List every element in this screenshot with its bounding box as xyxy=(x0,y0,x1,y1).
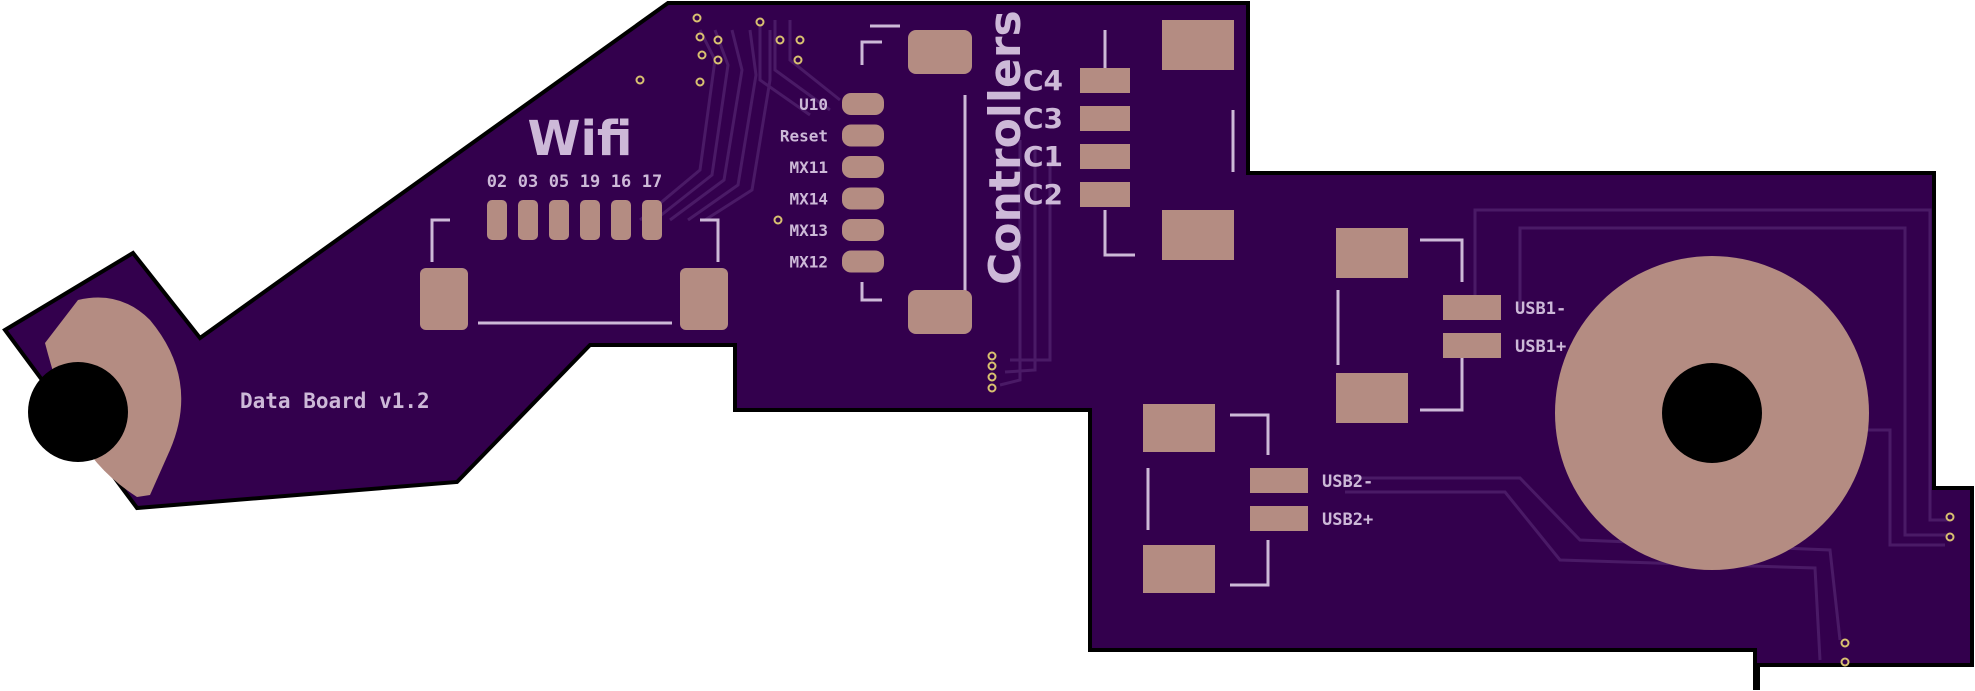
control-pad xyxy=(842,124,884,147)
controllers-title: Controllers xyxy=(980,10,1031,285)
usb1-pin-pad xyxy=(1443,295,1501,320)
control-pad xyxy=(842,219,884,241)
wifi-pin-pad xyxy=(580,200,600,240)
wifi-pin-label: 02 xyxy=(487,172,507,192)
controller-pin-pad xyxy=(1080,68,1130,93)
wifi-pin-pad xyxy=(518,200,538,240)
wifi-pin-label: 17 xyxy=(642,172,662,192)
wifi-pin-label: 05 xyxy=(549,172,569,192)
control-pad xyxy=(842,187,884,210)
usb2-pin-label: USB2+ xyxy=(1322,510,1373,530)
controller-pin-pad xyxy=(1080,182,1130,207)
control-label: MX12 xyxy=(789,253,828,272)
usb2-pin-pad xyxy=(1250,506,1308,531)
controller-pin-pad xyxy=(1080,144,1130,169)
control-pad xyxy=(842,93,884,115)
copper-pads xyxy=(420,20,1408,593)
silkscreen-outlines xyxy=(430,24,1464,587)
controller-pin-label: C3 xyxy=(1023,102,1063,135)
controller-pin-label: C1 xyxy=(1023,140,1063,173)
usb1-pin-label: USB1+ xyxy=(1515,337,1566,357)
wifi-connector: 02 03 05 19 16 17 xyxy=(487,172,662,240)
vias xyxy=(635,13,1955,667)
control-label: MX13 xyxy=(789,221,828,240)
control-label: MX14 xyxy=(789,190,828,209)
usb2-pin-label: USB2- xyxy=(1322,472,1373,492)
controller-pin-pad xyxy=(1080,106,1130,131)
wifi-pin-pad xyxy=(549,200,569,240)
usb2-connector: USB2- USB2+ xyxy=(1250,468,1373,531)
usb1-connector: USB1- USB1+ xyxy=(1443,295,1566,358)
wifi-pin-pad xyxy=(642,200,662,240)
usb1-pin-pad xyxy=(1443,333,1501,358)
board-title: Data Board v1.2 xyxy=(240,389,430,413)
usb1-pin-label: USB1- xyxy=(1515,299,1566,319)
control-pad xyxy=(842,250,884,273)
mounting-hole-left xyxy=(28,297,182,497)
wifi-title: Wifi xyxy=(528,111,633,167)
control-pad xyxy=(842,156,884,178)
wifi-pin-pad xyxy=(487,200,507,240)
wifi-pin-label: 16 xyxy=(611,172,631,192)
wifi-pin-label: 03 xyxy=(518,172,538,192)
mounting-hole-right xyxy=(1555,256,1869,570)
control-label: MX11 xyxy=(789,158,828,177)
controller-pin-label: C2 xyxy=(1023,178,1063,211)
wifi-pin-label: 19 xyxy=(580,172,600,192)
wifi-pin-pad xyxy=(611,200,631,240)
usb2-pin-pad xyxy=(1250,468,1308,493)
control-label: Reset xyxy=(780,127,828,146)
controller-pin-label: C4 xyxy=(1023,64,1063,97)
control-label: U10 xyxy=(799,95,828,114)
